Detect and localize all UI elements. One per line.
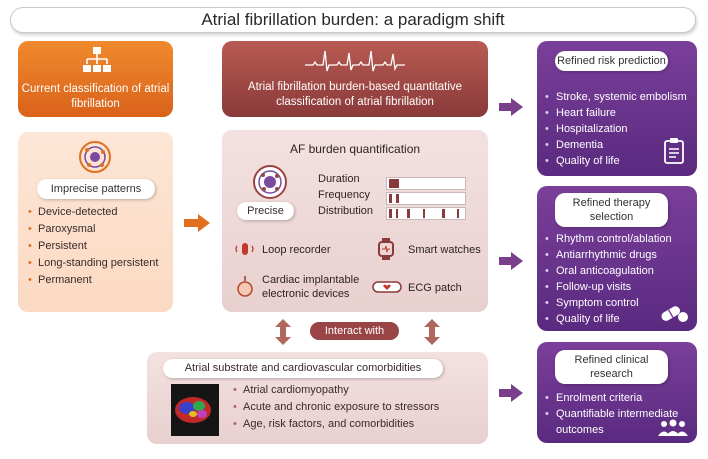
frequency-bar bbox=[386, 192, 466, 205]
duration-bar bbox=[386, 177, 466, 190]
smart-watches-label: Smart watches bbox=[408, 244, 481, 256]
list-item: Quality of life bbox=[545, 153, 687, 169]
current-classification-box: Current classification of atrial fibrill… bbox=[18, 41, 173, 117]
atrial-map-image bbox=[171, 384, 219, 436]
metric-distribution: Distribution bbox=[318, 205, 374, 217]
metric-frequency: Frequency bbox=[318, 189, 370, 201]
list-item: Atrial cardiomyopathy bbox=[233, 382, 439, 399]
list-item: Device-detected bbox=[28, 204, 158, 221]
risk-list: Stroke, systemic embolism Heart failure … bbox=[545, 89, 687, 169]
hierarchy-icon bbox=[83, 47, 111, 72]
double-arrow-icon bbox=[275, 319, 291, 345]
imprecise-patterns-list: Device-detected Paroxysmal Persistent Lo… bbox=[28, 204, 158, 289]
clipboard-icon bbox=[664, 138, 684, 164]
list-item: Heart failure bbox=[545, 105, 687, 121]
title-bar: Atrial fibrillation burden: a paradigm s… bbox=[10, 7, 696, 33]
burden-classification-label: Atrial fibrillation burden-based quantit… bbox=[247, 81, 463, 108]
loop-recorder-label: Loop recorder bbox=[262, 244, 331, 256]
list-item: Long-standing persistent bbox=[28, 255, 158, 272]
interact-with-label: Interact with bbox=[310, 322, 399, 340]
diagram-title: Atrial fibrillation burden: a paradigm s… bbox=[201, 10, 505, 29]
imprecise-target-icon bbox=[79, 141, 111, 173]
list-item: Symptom control bbox=[545, 295, 672, 311]
substrate-list: Atrial cardiomyopathy Acute and chronic … bbox=[233, 382, 439, 433]
burden-classification-box: Atrial fibrillation burden-based quantit… bbox=[222, 41, 488, 117]
list-item: Age, risk factors, and comorbidities bbox=[233, 416, 439, 433]
ecg-trace-icon bbox=[305, 50, 405, 72]
list-item: Dementia bbox=[545, 137, 687, 153]
distribution-bar bbox=[386, 207, 466, 220]
clinical-research-title: Refined clinical research bbox=[555, 350, 668, 384]
list-item: Oral anticoagulation bbox=[545, 263, 672, 279]
clinical-research-box: Refined clinical research Enrolment crit… bbox=[537, 342, 697, 443]
arrow-right-icon bbox=[184, 214, 210, 232]
pill-icon bbox=[661, 306, 688, 322]
therapy-selection-box: Refined therapy selection Rhythm control… bbox=[537, 186, 697, 331]
list-item: Antiarrhythmic drugs bbox=[545, 247, 672, 263]
double-arrow-icon bbox=[424, 319, 440, 345]
therapy-selection-title: Refined therapy selection bbox=[555, 193, 668, 227]
cied-label: Cardiac implantable electronic devices bbox=[262, 274, 360, 300]
current-classification-label: Current classification of atrial fibrill… bbox=[21, 83, 170, 110]
arrow-right-icon bbox=[499, 252, 523, 270]
list-item: Hospitalization bbox=[545, 121, 687, 137]
ecg-patch-icon bbox=[372, 281, 402, 293]
therapy-list: Rhythm control/ablation Antiarrhythmic d… bbox=[545, 231, 672, 327]
loop-recorder-icon bbox=[235, 243, 254, 255]
arrow-right-icon bbox=[499, 98, 523, 116]
cied-icon bbox=[237, 276, 253, 297]
ecg-patch-label: ECG patch bbox=[408, 282, 462, 294]
metric-duration: Duration bbox=[318, 173, 360, 185]
af-burden-quantification-box: AF burden quantification Precise Duratio… bbox=[222, 130, 488, 312]
smart-watch-icon bbox=[378, 238, 394, 260]
atrial-substrate-box: Atrial substrate and cardiovascular como… bbox=[147, 352, 488, 444]
list-item: Paroxysmal bbox=[28, 221, 158, 238]
imprecise-patterns-label: Imprecise patterns bbox=[37, 179, 155, 199]
risk-prediction-box: Refined risk prediction Stroke, systemic… bbox=[537, 41, 697, 176]
list-item: Enrolment criteria bbox=[545, 390, 693, 406]
risk-prediction-title: Refined risk prediction bbox=[555, 51, 668, 71]
list-item: Quantifiable intermediate outcomes bbox=[545, 406, 693, 438]
list-item: Follow-up visits bbox=[545, 279, 672, 295]
precise-label: Precise bbox=[237, 202, 294, 220]
list-item: Stroke, systemic embolism bbox=[545, 89, 687, 105]
list-item: Quality of life bbox=[545, 311, 672, 327]
list-item: Acute and chronic exposure to stressors bbox=[233, 399, 439, 416]
precise-target-icon bbox=[253, 165, 287, 199]
list-item: Persistent bbox=[28, 238, 158, 255]
substrate-title: Atrial substrate and cardiovascular como… bbox=[163, 359, 443, 378]
list-item: Rhythm control/ablation bbox=[545, 231, 672, 247]
quantification-title: AF burden quantification bbox=[289, 142, 421, 156]
people-icon bbox=[658, 419, 688, 436]
imprecise-patterns-box: Imprecise patterns Device-detected Parox… bbox=[18, 132, 173, 312]
research-list: Enrolment criteria Quantifiable intermed… bbox=[545, 390, 693, 438]
arrow-right-icon bbox=[499, 384, 523, 402]
list-item: Permanent bbox=[28, 272, 158, 289]
